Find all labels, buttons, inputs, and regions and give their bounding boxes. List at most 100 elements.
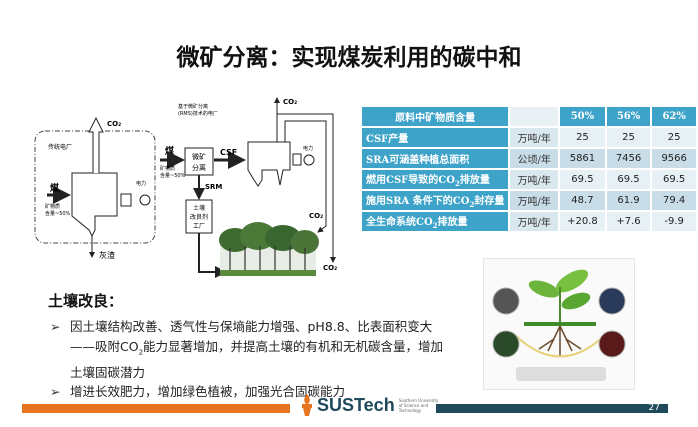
forest-image (219, 222, 319, 276)
footer-bar (436, 404, 668, 413)
label: 土壤 (193, 204, 205, 212)
value-cell: +7.6 (606, 212, 651, 231)
footer-accent-bar (22, 404, 290, 413)
label: 分离 (192, 163, 206, 172)
label: 改良剂 (190, 213, 208, 221)
unit-cell: 万吨/年 (510, 128, 559, 147)
table-row: CSF产量 万吨/年 25 25 25 (362, 128, 696, 147)
turbine-icon (292, 153, 302, 166)
value-cell: 9566 (652, 149, 696, 168)
turbine-icon (120, 193, 132, 207)
label-text: 施用SRA 条件下的CO (366, 196, 470, 207)
unit-cell: 公顷/年 (510, 149, 559, 168)
label: CO₂ (283, 98, 297, 106)
label: 工厂 (193, 223, 205, 230)
plant-soil-illustration (483, 258, 635, 390)
label: 含量~50% (45, 210, 71, 217)
label: CO₂ (323, 264, 337, 272)
bullet-text: 增进长效肥力，增加绿色植被，加强光合固碳能力 (70, 384, 346, 399)
row-label: 燃用CSF导致的CO2排放量 (362, 170, 509, 189)
table-row: 燃用CSF导致的CO2排放量 万吨/年 69.5 69.5 69.5 (362, 170, 696, 189)
label: 煤 (165, 145, 174, 157)
value-cell: 25 (652, 128, 696, 147)
soil-factory (185, 199, 213, 234)
value-cell: 25 (560, 128, 605, 147)
value-cell: 48.7 (560, 191, 605, 210)
soil-arrow (198, 233, 227, 278)
header-cell: 原料中矿物质含量 (362, 107, 509, 126)
co2-arrow (88, 116, 104, 173)
label-text: 封存量 (474, 196, 505, 207)
text: 能力显著增加，并提高土壤的有机和无机碳含量，增加土壤固碳潜力 (70, 338, 444, 380)
row-label: CSF产量 (362, 128, 509, 147)
header-cell: 62% (652, 107, 696, 126)
label: 基于微矿分离 (178, 103, 208, 110)
label: SRM (205, 183, 222, 191)
section-title: 土壤改良： (48, 292, 124, 310)
mineral-content-table: 原料中矿物质含量 50% 56% 62% CSF产量 万吨/年 25 25 25… (360, 105, 698, 233)
unit-cell: 万吨/年 (510, 212, 559, 231)
value-cell: 79.4 (652, 191, 696, 210)
label: 灰渣 (99, 250, 115, 260)
label-text: 燃用CSF导致的CO (366, 175, 455, 186)
table-row: 施用SRA 条件下的CO2封存量 万吨/年 48.7 61.9 79.4 (362, 191, 696, 210)
label: CSF (220, 148, 237, 157)
bullet-item: ➢ 因土壤结构改善、透气性与保墒能力增强、pH8.8、比表面积变大——吸附CO2… (50, 317, 450, 382)
value-cell: 69.5 (606, 170, 651, 189)
value-cell: 69.5 (652, 170, 696, 189)
torch-icon (302, 394, 312, 416)
value-cell: 25 (606, 128, 651, 147)
label: 矿物质 (160, 165, 175, 172)
label: 煤 (50, 182, 59, 194)
generator-icon (139, 194, 151, 206)
label: 传统电厂 (48, 143, 72, 151)
bullet-list: ➢ 因土壤结构改善、透气性与保墒能力增强、pH8.8、比表面积变大——吸附CO2… (50, 317, 450, 402)
text: 因土壤结构改善、透气性与保墒能力增强、pH8.8、比表面积变大——吸附CO (70, 319, 433, 354)
logo-subtitle: Southern University of Science and Techn… (398, 397, 439, 413)
value-cell: 61.9 (606, 191, 651, 210)
row-label: 施用SRA 条件下的CO2封存量 (362, 191, 509, 210)
bullet-arrow-icon: ➢ (50, 319, 61, 334)
label-text: 排放量 (459, 175, 490, 186)
value-cell: -9.9 (652, 212, 696, 231)
header-cell: 50% (560, 107, 605, 126)
boiler-traditional (71, 172, 118, 238)
value-cell: 7456 (606, 149, 651, 168)
label-text: 排放量 (437, 217, 468, 228)
label: CO₂ (309, 212, 323, 220)
row-label: SRA可涵盖种植总面积 (362, 149, 509, 168)
value-cell: +20.8 (560, 212, 605, 231)
label: CO₂ (107, 120, 121, 128)
sustech-logo: SUSTech Southern University of Science a… (300, 394, 439, 416)
label: 含量~50% (160, 172, 186, 179)
value-cell: 5861 (560, 149, 605, 168)
label-text: 全生命系统CO (366, 217, 433, 228)
value-cell: 69.5 (560, 170, 605, 189)
label: (RMS)技术的电厂 (178, 110, 218, 117)
bullet-item: ➢ 增进长效肥力，增加绿色植被，加强光合固碳能力 (50, 382, 450, 402)
table-row: 全生命系统CO2排放量 万吨/年 +20.8 +7.6 -9.9 (362, 212, 696, 231)
table-header-row: 原料中矿物质含量 50% 56% 62% (362, 107, 696, 126)
label: 矿物质 (45, 203, 60, 210)
table-row: SRA可涵盖种植总面积 公顷/年 5861 7456 9566 (362, 149, 696, 168)
row-label: 全生命系统CO2排放量 (362, 212, 509, 231)
header-cell: 56% (606, 107, 651, 126)
header-cell (510, 107, 559, 126)
rms-unit (184, 147, 214, 176)
logo-text: SUSTech (317, 394, 395, 415)
process-diagram: 传统电厂 CO₂ 煤 矿物质 含量~50% 电力 灰渣 基于微矿分离 (RMS)… (34, 0, 337, 278)
label: 微矿 (192, 152, 206, 161)
label: 电力 (136, 180, 146, 187)
page-number: 27 (648, 403, 660, 413)
boiler-rms (247, 141, 291, 187)
co2-loop (277, 113, 336, 263)
co2-to-forest (284, 120, 327, 233)
slide-title: 微矿分离：实现煤炭利用的碳中和 (176, 45, 522, 71)
label: 电力 (303, 145, 313, 152)
generator-icon (303, 154, 315, 166)
bullet-arrow-icon: ➢ (50, 384, 61, 399)
unit-cell: 万吨/年 (510, 191, 559, 210)
bullet-text: 因土壤结构改善、透气性与保墒能力增强、pH8.8、比表面积变大——吸附CO2能力… (70, 319, 444, 380)
unit-cell: 万吨/年 (510, 170, 559, 189)
